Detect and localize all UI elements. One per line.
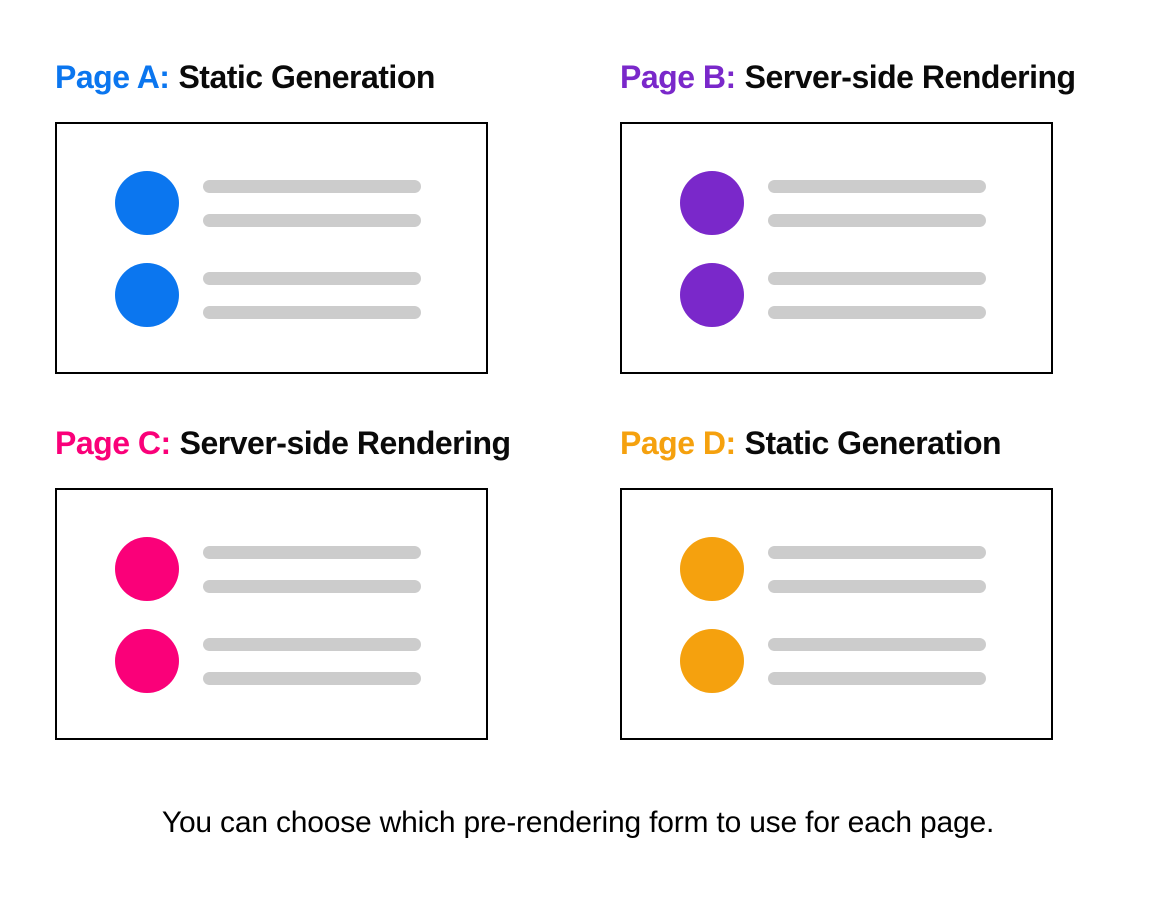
placeholder-bar — [768, 305, 986, 319]
content-row — [680, 263, 1051, 327]
diagram-caption: You can choose which pre-rendering form … — [161, 806, 995, 839]
placeholder-bar — [203, 213, 421, 227]
page-preview-box-b — [620, 122, 1053, 374]
text-placeholder-lines — [768, 263, 986, 327]
placeholder-bar — [203, 271, 421, 285]
content-row — [115, 537, 486, 601]
page-label-d: Page D: — [620, 425, 736, 461]
avatar-circle — [115, 171, 179, 235]
content-row — [680, 629, 1051, 693]
content-row — [115, 263, 486, 327]
panel-page-c: Page C:Server-side Rendering — [55, 424, 511, 740]
panel-title-d: Page D:Static Generation — [620, 424, 1053, 462]
content-row — [680, 537, 1051, 601]
page-label-a: Page A: — [55, 59, 170, 95]
placeholder-bar — [203, 545, 421, 559]
text-placeholder-lines — [203, 171, 421, 235]
placeholder-bar — [768, 671, 986, 685]
panel-title-a: Page A:Static Generation — [55, 58, 488, 96]
page-preview-box-d — [620, 488, 1053, 740]
page-label-b: Page B: — [620, 59, 736, 95]
page-label-c: Page C: — [55, 425, 171, 461]
placeholder-bar — [768, 179, 986, 193]
text-placeholder-lines — [203, 263, 421, 327]
placeholder-bar — [768, 545, 986, 559]
text-placeholder-lines — [768, 171, 986, 235]
content-row — [115, 629, 486, 693]
content-row — [115, 171, 486, 235]
placeholder-bar — [203, 637, 421, 651]
page-preview-box-a — [55, 122, 488, 374]
placeholder-bar — [203, 671, 421, 685]
avatar-circle — [115, 629, 179, 693]
placeholder-bar — [768, 579, 986, 593]
placeholder-bar — [768, 271, 986, 285]
content-row — [680, 171, 1051, 235]
text-placeholder-lines — [203, 629, 421, 693]
text-placeholder-lines — [203, 537, 421, 601]
render-method-label-d: Static Generation — [744, 425, 1002, 461]
text-placeholder-lines — [768, 629, 986, 693]
panel-page-d: Page D:Static Generation — [620, 424, 1053, 740]
placeholder-bar — [768, 213, 986, 227]
render-method-label-a: Static Generation — [178, 59, 435, 95]
placeholder-bar — [203, 579, 421, 593]
panel-title-c: Page C:Server-side Rendering — [55, 424, 511, 462]
avatar-circle — [680, 263, 744, 327]
panel-page-a: Page A:Static Generation — [55, 58, 488, 374]
avatar-circle — [680, 537, 744, 601]
render-method-label-b: Server-side Rendering — [744, 59, 1076, 95]
placeholder-bar — [203, 305, 421, 319]
render-method-label-c: Server-side Rendering — [179, 425, 511, 461]
placeholder-bar — [768, 637, 986, 651]
page-preview-box-c — [55, 488, 488, 740]
avatar-circle — [115, 537, 179, 601]
panel-title-b: Page B:Server-side Rendering — [620, 58, 1076, 96]
panel-page-b: Page B:Server-side Rendering — [620, 58, 1076, 374]
avatar-circle — [115, 263, 179, 327]
avatar-circle — [680, 171, 744, 235]
text-placeholder-lines — [768, 537, 986, 601]
avatar-circle — [680, 629, 744, 693]
placeholder-bar — [203, 179, 421, 193]
